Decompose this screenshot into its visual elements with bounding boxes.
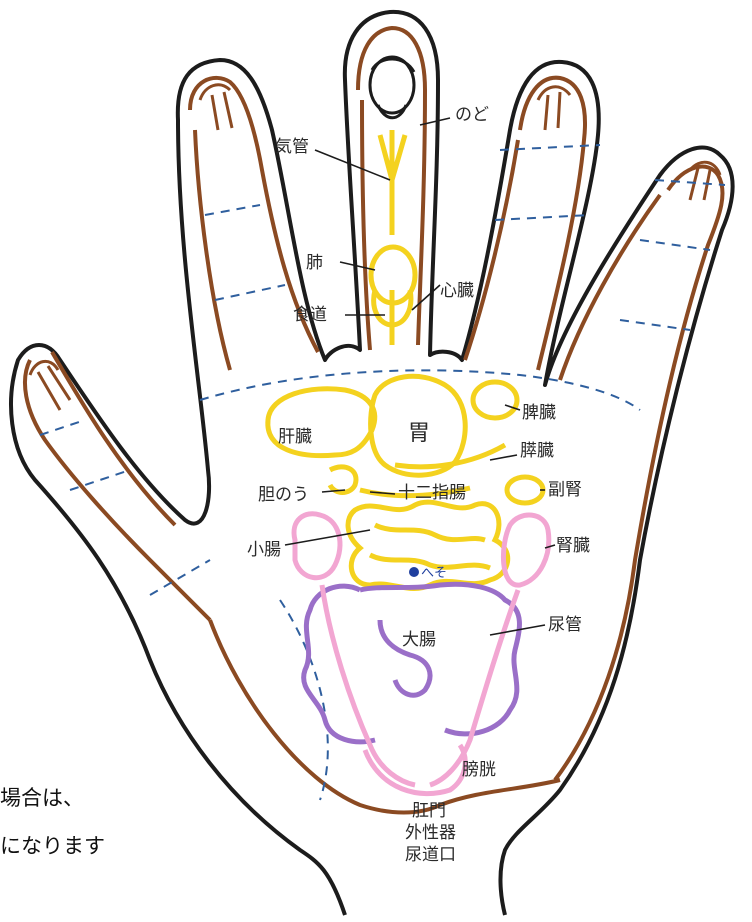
- label-bladder: 膀胱: [462, 760, 496, 780]
- hand-outline: [11, 12, 733, 915]
- large-intestine-shape: [304, 584, 520, 742]
- spleen-shape: [473, 382, 517, 418]
- label-adrenal: 副腎: [548, 480, 582, 500]
- label-duodenum: 十二指腸: [398, 483, 466, 503]
- caption-line-2: になります: [0, 830, 105, 860]
- label-throat: のど: [455, 105, 489, 125]
- label-gallbladder: 胆のう: [258, 485, 309, 505]
- face-drawing: [370, 57, 414, 118]
- label-stomach: 胃: [408, 421, 430, 446]
- label-heart: 心臓: [440, 281, 474, 301]
- label-spleen: 脾臓: [522, 403, 556, 423]
- label-anus: 肛門: [412, 801, 446, 821]
- respiratory-organs: [371, 130, 415, 345]
- fingertip-details: [30, 85, 720, 410]
- label-lung: 肺: [306, 253, 323, 273]
- label-navel: へそ: [421, 566, 447, 581]
- label-trachea: 気管: [275, 137, 309, 157]
- pancreas-shape: [395, 445, 505, 467]
- label-kidney: 腎臓: [556, 536, 590, 556]
- label-pancreas: 膵臓: [520, 441, 554, 461]
- right-kidney: [503, 515, 548, 585]
- label-liver: 肝臓: [278, 427, 312, 447]
- label-large-intestine: 大腸: [402, 630, 436, 650]
- finger-outline-pinky: [555, 167, 723, 780]
- adrenal-shape: [507, 477, 543, 503]
- urinary-organs: [294, 514, 549, 794]
- navel-dot: [409, 567, 419, 577]
- left-kidney: [294, 514, 340, 578]
- right-ureter: [430, 590, 518, 785]
- label-genitals: 外性器: [405, 823, 456, 843]
- gallbladder-shape: [330, 467, 356, 493]
- label-ureter: 尿管: [548, 615, 582, 635]
- caption-line-1: 場合は、: [0, 782, 84, 812]
- label-esophagus: 食道: [293, 305, 327, 325]
- label-small-intestine: 小腸: [247, 540, 281, 560]
- finger-outline-thumb: [25, 352, 210, 620]
- label-urethral-opening: 尿道口: [405, 845, 456, 865]
- finger-outline-index: [190, 78, 318, 370]
